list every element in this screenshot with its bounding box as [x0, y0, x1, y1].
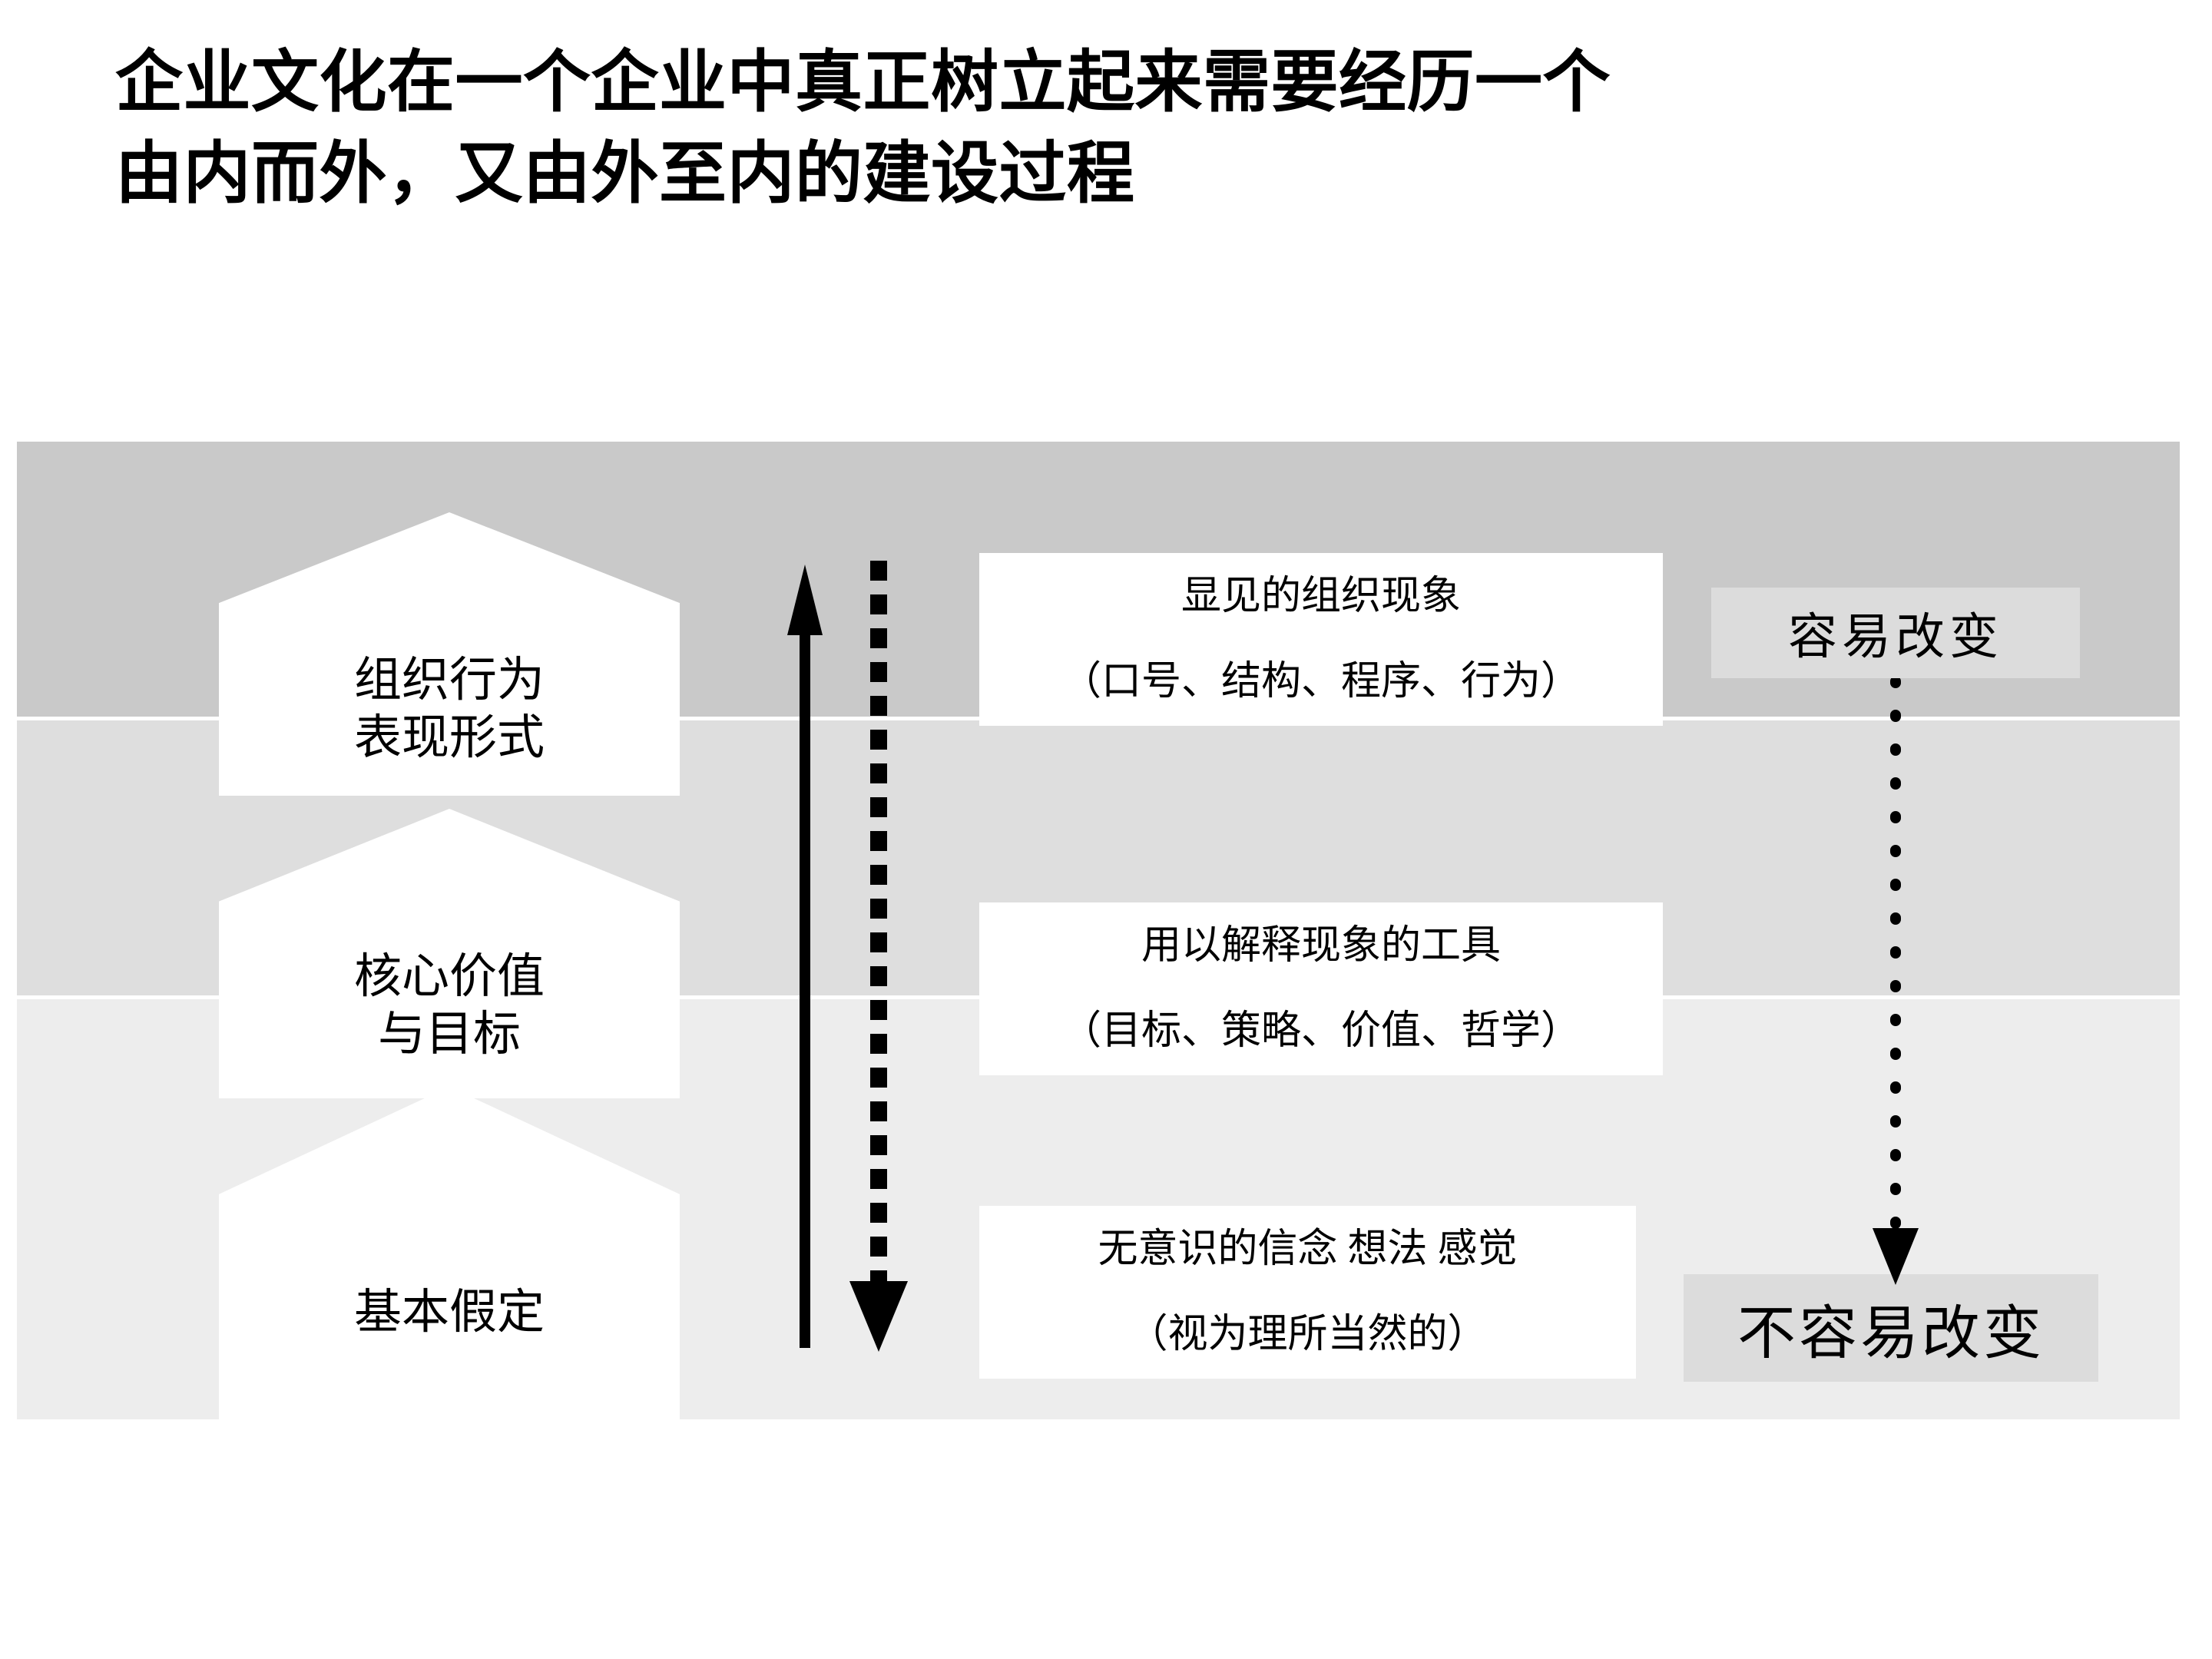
- dashed-down-arrow-icon: [849, 561, 908, 1352]
- desc-3-line-1: 无意识的信念 想法 感觉: [1098, 1227, 1518, 1272]
- desc-2-line-1: 用以解释现象的工具: [1141, 924, 1501, 969]
- badge-hard-label: 不容易改变: [1737, 1302, 2045, 1366]
- badge-easy-label: 容易改变: [1788, 610, 2003, 664]
- dotted-down-arrow-icon: [1873, 678, 1919, 1285]
- desc-2-line-2: （目标、策略、价值、哲学）: [1061, 1008, 1581, 1053]
- page-title-line-2: 由内而外，又由外至内的建设过程: [115, 134, 1135, 211]
- status-badge-hard-to-change: 不容易改变: [1684, 1274, 2098, 1382]
- description-box-basic-assumptions: 无意识的信念 想法 感觉 （视为理所当然的）: [979, 1206, 1636, 1379]
- house-2-label-line-1: 核心价值: [353, 950, 545, 1003]
- culture-layers-diagram: 组织行为 表现形式 核心价值 与目标 基本假定 显见的组织现象 （口号、结构、程…: [17, 442, 2180, 1422]
- page-title: 企业文化在一个企业中真正树立起来需要经历一个 由内而外，又由外至内的建设过程: [115, 37, 2074, 220]
- desc-1-line-2: （口号、结构、程序、行为）: [1061, 659, 1581, 704]
- house-3-label-line-1: 基本假定: [353, 1286, 545, 1339]
- solid-up-arrow-icon: [787, 565, 823, 1348]
- desc-1-line-1: 显见的组织现象: [1181, 575, 1461, 619]
- desc-3-line-2: （视为理所当然的）: [1128, 1312, 1488, 1356]
- house-1-label-line-1: 组织行为: [353, 654, 545, 707]
- description-box-core-values: 用以解释现象的工具 （目标、策略、价值、哲学）: [979, 902, 1663, 1075]
- status-badge-easy-to-change: 容易改变: [1711, 588, 2080, 678]
- description-box-organizational-behavior: 显见的组织现象 （口号、结构、程序、行为）: [979, 553, 1663, 726]
- page-title-line-1: 企业文化在一个企业中真正树立起来需要经历一个: [115, 44, 1611, 120]
- house-1-label-line-2: 表现形式: [353, 712, 545, 765]
- house-2-label-line-2: 与目标: [377, 1008, 521, 1061]
